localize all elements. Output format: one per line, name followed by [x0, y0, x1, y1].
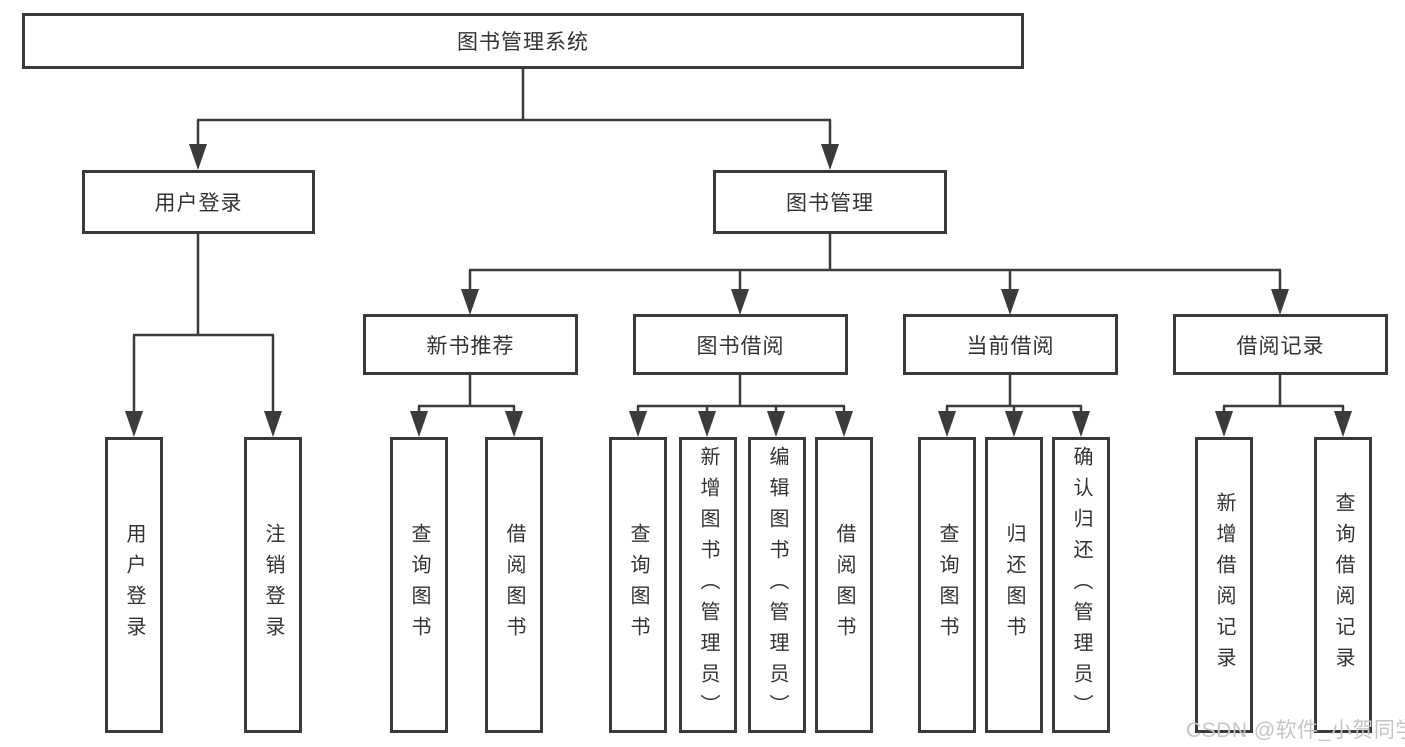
leaf-user-login: 用户登录	[105, 437, 163, 733]
node-book-borrow: 图书借阅	[633, 314, 848, 375]
leaf-query-borrow-record: 查询借阅记录	[1314, 437, 1372, 733]
csdn-watermark: CSDN @软件_小贺同学	[1186, 719, 1405, 742]
leaf-confirm-return-admin: 确认归还（管理员）	[1052, 437, 1110, 733]
node-book-management: 图书管理	[713, 170, 947, 234]
leaf-query-books-current: 查询图书	[918, 437, 976, 733]
leaf-borrow-books: 借阅图书	[815, 437, 873, 733]
leaf-return-books: 归还图书	[985, 437, 1043, 733]
leaf-borrow-books-recommend: 借阅图书	[485, 437, 543, 733]
node-user-login: 用户登录	[82, 170, 315, 234]
arrowheads	[125, 144, 1352, 437]
node-new-book-recommend: 新书推荐	[363, 314, 578, 375]
node-borrow-records: 借阅记录	[1173, 314, 1388, 375]
leaf-edit-books-admin: 编辑图书（管理员）	[748, 437, 806, 733]
leaf-logout: 注销登录	[244, 437, 302, 733]
leaf-query-books-recommend: 查询图书	[390, 437, 448, 733]
leaf-query-books-borrow: 查询图书	[609, 437, 667, 733]
node-root-system: 图书管理系统	[22, 13, 1024, 69]
node-current-borrow: 当前借阅	[903, 314, 1118, 375]
leaf-add-books-admin: 新增图书（管理员）	[679, 437, 737, 733]
leaf-add-borrow-record: 新增借阅记录	[1195, 437, 1253, 733]
